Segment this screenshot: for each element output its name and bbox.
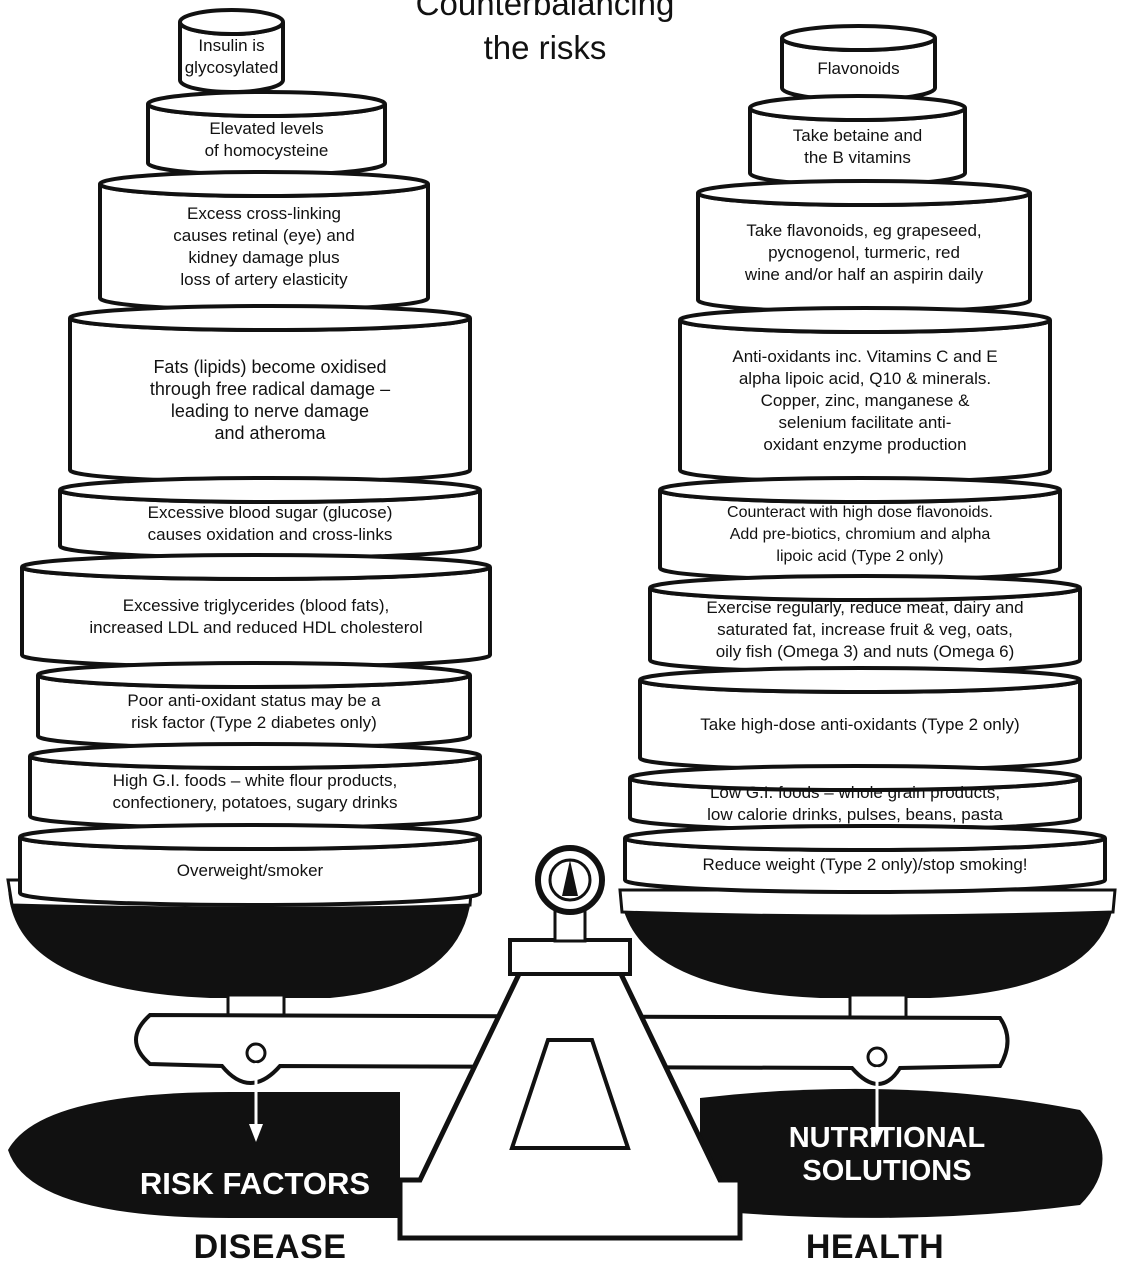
right-tier-7-text: Take high-dose anti-oxidants (Type 2 onl… — [700, 715, 1020, 734]
right-tier-9-text: Reduce weight (Type 2 only)/stop smoking… — [702, 855, 1028, 874]
right-tier-drum-9 — [623, 824, 1107, 894]
balance-pointer — [562, 860, 578, 896]
left-tier-8: High G.I. foods – white flour products, … — [34, 768, 476, 816]
left-tier-3: Excess cross-linking causes retinal (eye… — [104, 196, 424, 298]
right-tier-drum-1 — [780, 24, 937, 102]
left-tier-4: Fats (lipids) become oxidised through fr… — [74, 330, 466, 470]
right-tier-6-text: Exercise regularly, reduce meat, dairy a… — [706, 598, 1024, 661]
left-tier-3-text: Excess cross-linking causes retinal (eye… — [173, 204, 355, 289]
left-tier-7-text: Poor anti-oxidant status may be a risk f… — [127, 690, 381, 732]
title-line-2: the risks — [483, 29, 607, 66]
left-pan — [8, 885, 472, 998]
right-tier-9: Reduce weight (Type 2 only)/stop smoking… — [629, 850, 1101, 880]
left-tier-5-text: Excessive blood sugar (glucose) causes o… — [147, 503, 393, 544]
right-tier-3: Take flavonoids, eg grapeseed, pycnogeno… — [702, 205, 1026, 300]
left-pivot — [245, 1042, 267, 1064]
right-tier-6: Exercise regularly, reduce meat, dairy a… — [654, 598, 1076, 661]
left-tier-drum-3 — [98, 170, 430, 312]
right-arrow — [870, 1128, 884, 1146]
left-tier-1-text: Insulin is glycosylated — [184, 36, 279, 77]
right-tier-8: Low G.I. foods – whole grain products, l… — [634, 783, 1076, 824]
left-shadow — [8, 1092, 400, 1218]
nutritional-solutions-label: NUTRITIONAL SOLUTIONS — [788, 1122, 986, 1187]
right-tier-3-text: Take flavonoids, eg grapeseed, pycnogeno… — [744, 220, 984, 284]
diagram-title: Counterbalancing the risks — [380, 0, 710, 70]
right-tier-5: Counteract with high dose flavonoids. Ad… — [664, 502, 1056, 568]
right-pivot — [866, 1046, 888, 1068]
left-tier-8-text: High G.I. foods – white flour products, … — [112, 771, 398, 812]
left-tier-6: Excessive triglycerides (blood fats), in… — [26, 579, 486, 655]
right-tier-1: Flavonoids — [786, 50, 931, 88]
left-tier-drum-4 — [68, 304, 472, 484]
left-tier-9: Overweight/smoker — [24, 849, 476, 893]
right-tier-2: Take betaine and the B vitamins — [754, 120, 961, 173]
right-tier-5-text: Counteract with high dose flavonoids. Ad… — [727, 504, 993, 565]
left-tier-9-text: Overweight/smoker — [176, 861, 324, 880]
risk-factors-label: RISK FACTORS — [139, 1166, 371, 1201]
left-tier-drum-7 — [36, 661, 472, 750]
title-line-1: Counterbalancing — [415, 0, 675, 22]
right-tier-7: Take high-dose anti-oxidants (Type 2 onl… — [644, 692, 1076, 758]
right-tier-2-text: Take betaine and the B vitamins — [792, 125, 923, 167]
right-tier-drum-3 — [696, 179, 1032, 314]
right-tier-drum-5 — [658, 476, 1062, 582]
left-tier-drum-9 — [18, 823, 482, 907]
left-tier-4-text: Fats (lipids) become oxidised through fr… — [149, 357, 391, 443]
left-tier-2-text: Elevated levels of homocysteine — [204, 118, 329, 160]
right-tier-drum-7 — [638, 666, 1082, 772]
right-shadow — [700, 1088, 1103, 1218]
right-tier-4-text: Anti-oxidants inc. Vitamins C and E alph… — [732, 347, 998, 454]
left-tier-2: Elevated levels of homocysteine — [152, 116, 381, 163]
right-tier-1-text: Flavonoids — [817, 59, 900, 78]
left-tier-7: Poor anti-oxidant status may be a risk f… — [42, 687, 466, 736]
left-tier-5: Excessive blood sugar (glucose) causes o… — [64, 502, 476, 546]
left-tier-6-text: Excessive triglycerides (blood fats), in… — [89, 596, 423, 637]
right-tier-4: Anti-oxidants inc. Vitamins C and E alph… — [684, 332, 1046, 470]
left-tier-1: Insulin is glycosylated — [184, 34, 279, 80]
left-arrow — [249, 1124, 263, 1142]
health-label: HEALTH — [805, 1228, 945, 1266]
stand-window — [509, 1038, 631, 1150]
right-tier-8-text: Low G.I. foods – whole grain products, l… — [707, 783, 1003, 824]
left-tier-drum-1 — [178, 8, 285, 94]
left-tier-drum-2 — [146, 90, 387, 177]
disease-label: DISEASE — [193, 1228, 347, 1266]
right-pan — [620, 892, 1115, 998]
right-tier-drum-8 — [628, 764, 1082, 832]
